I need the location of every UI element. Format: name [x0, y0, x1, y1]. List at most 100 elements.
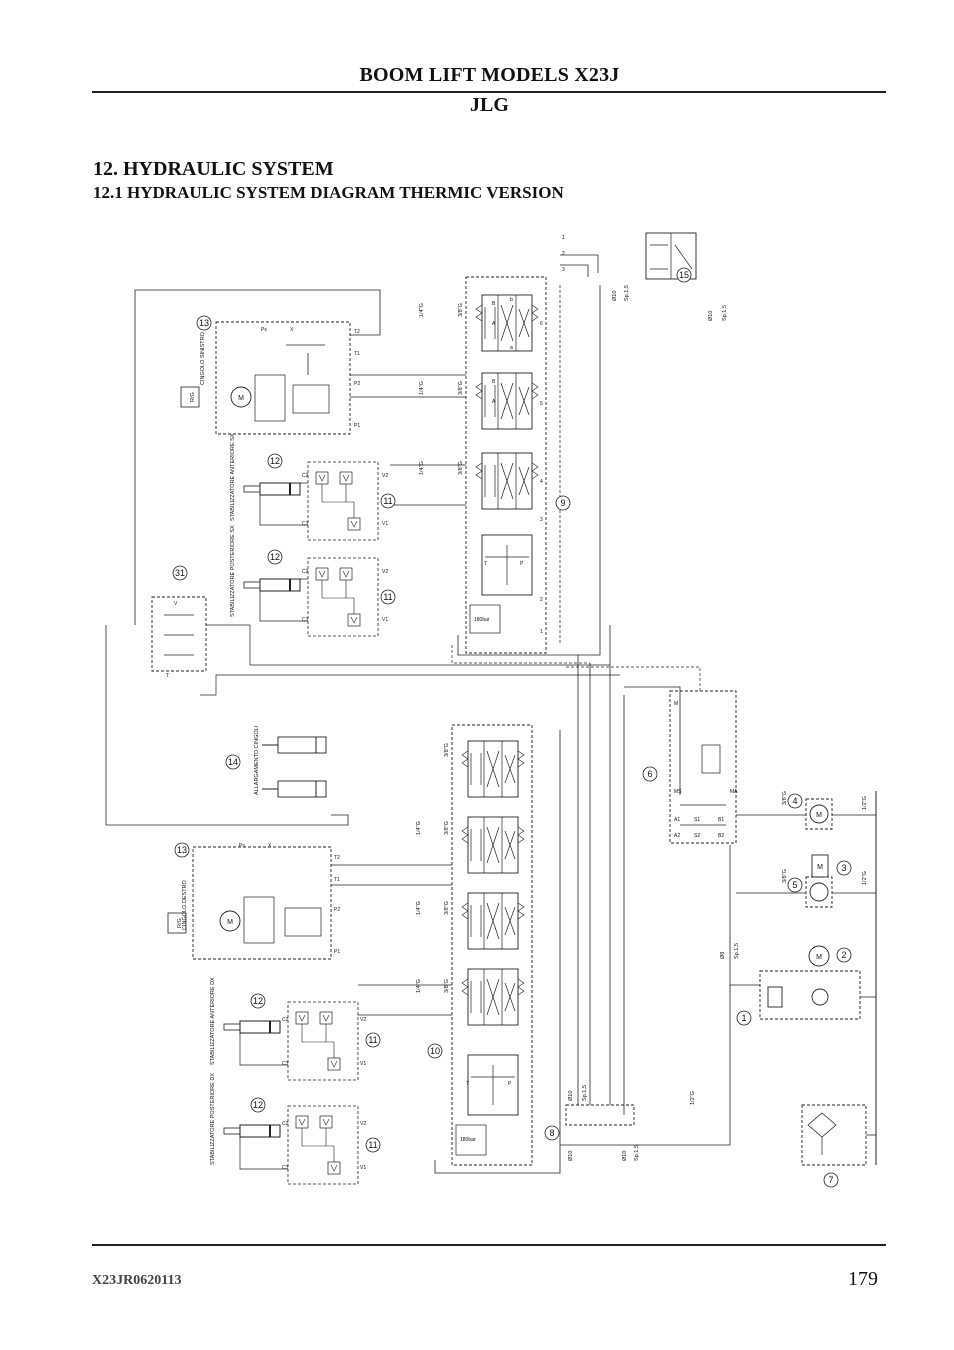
port-a-sec1: A [492, 321, 496, 327]
port-v2-c: V2 [360, 1017, 366, 1023]
callout-3: 3 [841, 863, 846, 873]
label-stab-post-dx: STABILIZZATORE POSTERIORE DX [210, 1073, 216, 1165]
label-m-track-lower: M [227, 919, 233, 926]
port-b-sec1: B [492, 301, 496, 307]
port-v1-d: V1 [360, 1165, 366, 1171]
subsection-cap: H [127, 183, 141, 202]
port-a-sec2: A [492, 399, 496, 405]
subsection-number: 12.1 [93, 183, 127, 202]
label-sp15-c: Sp.1,5 [734, 943, 740, 959]
callout-2: 2 [841, 950, 846, 960]
callout-12c: 12 [253, 996, 263, 1006]
callout-12a: 12 [270, 456, 280, 466]
label-pipe-38-f: 3/8"G [444, 901, 450, 915]
hydraulic-diagram: 15 13 12 11 9 31 12 11 14 6 4 3 5 2 13 1… [105, 232, 877, 1188]
label-stab-ant-dx: STABILIZZATORE ANTERIORE DX [210, 977, 216, 1065]
label-cingolo-sinistro: CINGOLO SINISTRO [200, 331, 206, 385]
callout-13b: 13 [177, 845, 187, 855]
sec-1-upper: 1 [540, 629, 543, 635]
port-t1-lower: T1 [334, 877, 340, 883]
label-pipe-38-e: 3/8"G [444, 821, 450, 835]
label-pipe-12-a: 1/2"G [862, 796, 868, 810]
label-sp15-a: Sp.1,5 [624, 285, 630, 301]
callout-14: 14 [228, 757, 238, 767]
label-d10-e: Ø10 [622, 1151, 628, 1161]
port-a2: A2 [674, 833, 680, 839]
label-pipe-38-i: 3/8"G [782, 869, 788, 883]
label-pipe-14-b: 1/4"G [419, 381, 425, 395]
port-c2-c: C2 [282, 1017, 289, 1023]
label-rg-lower: R/G [177, 918, 183, 928]
label-d10-d: Ø10 [568, 1151, 574, 1161]
label-pipe-14-d: 1/4"G [416, 821, 422, 835]
label-m-pump-4: M [816, 812, 822, 819]
callout-31: 31 [175, 568, 185, 578]
sel-1: 1 [562, 235, 565, 241]
callout-4: 4 [792, 796, 797, 806]
label-pipe-14-f: 1/4"G [416, 979, 422, 993]
port-x-lower: X [268, 843, 272, 849]
port-b-sec2: B [492, 379, 496, 385]
label-m-motor-2: M [816, 954, 822, 961]
callout-11c: 11 [368, 1035, 377, 1045]
callout-8: 8 [549, 1128, 554, 1138]
port-v1-c: V1 [360, 1061, 366, 1067]
label-rg-upper: R/G [190, 392, 196, 402]
port-t-upper: T [484, 561, 487, 567]
label-pipe-14-a: 1/4"G [419, 303, 425, 317]
port-p1-upper: P1 [354, 423, 360, 429]
sel-3: 3 [562, 267, 565, 273]
port-b1: B1 [718, 817, 724, 823]
port-v2-d: V2 [360, 1121, 366, 1127]
port-p-lower: P [508, 1081, 512, 1087]
port-ms: MS [674, 789, 682, 795]
label-sp15-d: Sp.1,5 [582, 1085, 588, 1101]
port-b2: B2 [718, 833, 724, 839]
callout-6: 6 [647, 769, 652, 779]
port-c2-d: C2 [282, 1121, 289, 1127]
document-brand: JLG [470, 94, 509, 116]
port-v-selector: V [174, 601, 178, 607]
port-p-upper: P [520, 561, 524, 567]
port-v2-b: V2 [382, 569, 388, 575]
label-stab-ant-sx: STABILIZZATORE ANTERIORE SX [230, 433, 236, 521]
label-d10-b: Ø10 [708, 311, 714, 321]
callout-12d: 12 [253, 1100, 263, 1110]
port-t-lower: T [466, 1081, 469, 1087]
label-pipe-38-a: 3/8"G [458, 303, 464, 317]
port-c2-b: C2 [302, 569, 309, 575]
valve-a-upper: a [510, 345, 513, 351]
callout-11a: 11 [383, 496, 392, 506]
port-a1: A1 [674, 817, 680, 823]
port-t2-upper: T2 [354, 329, 360, 335]
port-s1: S1 [694, 817, 700, 823]
label-d10-c: Ø10 [568, 1091, 574, 1101]
callout-10: 10 [430, 1046, 440, 1056]
port-ps-lower: Ps [239, 843, 245, 849]
port-v1-b: V1 [382, 617, 388, 623]
section-title: 12. HYDRAULIC SYSTEM [93, 158, 334, 180]
callout-1: 1 [741, 1013, 746, 1023]
document-code: X23JR0620113 [92, 1273, 182, 1288]
port-c1-d: C1 [282, 1165, 289, 1171]
callout-11b: 11 [383, 592, 392, 602]
port-c1-c: C1 [282, 1061, 289, 1067]
label-d8: Ø8 [720, 952, 726, 959]
label-180bar-upper: 180bar [474, 617, 490, 623]
label-cingolo-destro: CINGOLO DESTRO [182, 879, 188, 930]
port-v1-a: V1 [382, 521, 388, 527]
label-pipe-14-c: 1/4"G [419, 461, 425, 475]
port-p2-upper: P2 [354, 381, 360, 387]
label-d10-a: Ø10 [612, 291, 618, 301]
callout-5: 5 [792, 880, 797, 890]
port-s2: S2 [694, 833, 700, 839]
label-180bar-lower: 180bar [460, 1137, 476, 1143]
sec-4-upper: 4 [540, 479, 543, 485]
sec-2-upper: 2 [540, 597, 543, 603]
subsection-title: 12.1 HYDRAULIC SYSTEM DIAGRAM THERMIC VE… [93, 183, 564, 203]
callout-7: 7 [828, 1175, 833, 1185]
callout-11d: 11 [368, 1140, 377, 1150]
port-m: M [674, 701, 678, 707]
sec-6-upper: 6 [540, 321, 543, 327]
label-sp15-b: Sp.1,5 [722, 305, 728, 321]
